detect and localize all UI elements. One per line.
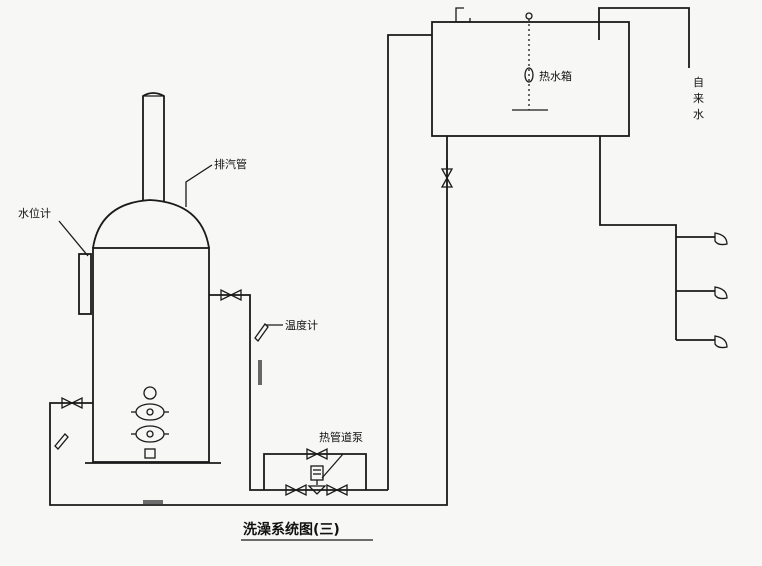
diagram-caption: 洗澡系统图(三) xyxy=(243,521,340,538)
burner-symbols xyxy=(131,386,169,459)
thermometer-label: 温度计 xyxy=(285,318,318,332)
boiler xyxy=(85,199,221,464)
tank-body xyxy=(431,21,630,137)
exhaust-pipe-label: 排汽管 xyxy=(214,157,247,171)
float-icon xyxy=(524,67,534,83)
pump-body-icon xyxy=(307,485,327,495)
hot-water-tank-label: 热水箱 xyxy=(539,69,572,83)
cold-water-return-pipe xyxy=(49,160,448,506)
pump-motor-icon xyxy=(310,465,324,481)
shower-distribution xyxy=(599,136,728,349)
shower-head-icon xyxy=(714,335,728,349)
pump-assembly xyxy=(263,447,388,497)
burner-icon xyxy=(135,425,165,443)
boiler-body xyxy=(92,247,210,463)
chimney xyxy=(142,92,165,201)
shower-head-icon xyxy=(714,286,728,300)
thermometer-left-icon xyxy=(54,433,69,450)
water-level-gauge-label: 水位计 xyxy=(18,206,51,220)
valve-outlet xyxy=(220,288,242,302)
thermometer xyxy=(254,322,283,385)
tap-water-label-1: 自 xyxy=(693,76,704,89)
pilot-light-icon xyxy=(143,386,157,400)
valve-pump-right xyxy=(326,483,348,497)
hot-water-tank xyxy=(431,7,630,137)
water-level-gauge-leader xyxy=(58,220,89,257)
tank-vent-icon xyxy=(450,7,471,23)
tap-water-label-2: 来 xyxy=(693,92,704,105)
drain-icon xyxy=(144,448,156,459)
exhaust-pipe xyxy=(185,164,213,207)
boiler-dome xyxy=(92,199,210,249)
valve-inlet-left xyxy=(61,396,83,410)
hot-water-outlet-pipe xyxy=(209,294,264,491)
riser-pipe xyxy=(387,34,432,490)
float-valve-icon xyxy=(525,12,533,20)
hot-water-pump-label: 热管道泵 xyxy=(319,430,363,444)
burner-icon xyxy=(135,403,165,421)
tap-water-label-3: 水 xyxy=(693,108,704,121)
shower-head-icon xyxy=(714,232,728,246)
water-level-gauge xyxy=(58,220,92,315)
pump-label-leader xyxy=(321,453,344,479)
valve-pump-left xyxy=(285,483,307,497)
tap-water-inlet-pipe xyxy=(598,7,690,68)
valve-bypass-top xyxy=(306,447,328,461)
